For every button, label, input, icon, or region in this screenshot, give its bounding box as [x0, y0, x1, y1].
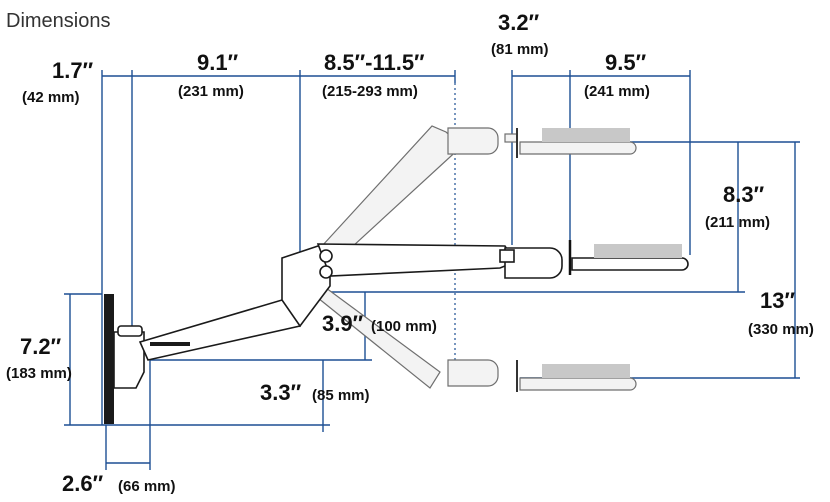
svg-text:3.3″: 3.3″: [260, 380, 302, 405]
dim-tilt-offset: 3.2″ (81 mm): [491, 10, 549, 58]
svg-text:(100 mm): (100 mm): [371, 318, 437, 335]
dim-arm-drop: 3.9″ (100 mm): [322, 311, 437, 336]
dim-plate-width: 2.6″ (66 mm): [62, 471, 176, 496]
arm-upper-position: [321, 125, 637, 259]
wall-plate: [104, 294, 114, 424]
svg-text:(330 mm): (330 mm): [748, 321, 814, 338]
dim-mount-offset: 3.3″ (85 mm): [260, 380, 370, 405]
svg-text:(66 mm): (66 mm): [118, 478, 176, 495]
svg-text:9.1″: 9.1″: [197, 50, 239, 75]
dim-upper-travel: 8.3″ (211 mm): [705, 182, 770, 231]
svg-text:(183 mm): (183 mm): [6, 365, 72, 382]
svg-text:(241 mm): (241 mm): [584, 83, 650, 100]
dim-tray-depth: 9.5″ (241 mm): [584, 50, 650, 100]
svg-text:1.7″: 1.7″: [52, 58, 94, 83]
svg-text:3.2″: 3.2″: [498, 10, 540, 35]
arm-lower-position: [317, 284, 637, 392]
svg-text:2.6″: 2.6″: [62, 471, 104, 496]
svg-text:(231 mm): (231 mm): [178, 83, 244, 100]
dim-wall-plate-depth: 1.7″ (42 mm): [22, 58, 94, 106]
svg-text:7.2″: 7.2″: [20, 334, 62, 359]
dim-arm-extension: 8.5″-11.5″ (215-293 mm): [322, 50, 425, 100]
dim-first-link: 9.1″ (231 mm): [178, 50, 244, 100]
svg-text:(42 mm): (42 mm): [22, 89, 80, 106]
page-title: Dimensions: [6, 10, 110, 32]
dimension-lines: [64, 70, 800, 470]
svg-text:8.3″: 8.3″: [723, 182, 765, 207]
svg-text:(211 mm): (211 mm): [705, 214, 770, 231]
svg-text:8.5″-11.5″: 8.5″-11.5″: [324, 50, 425, 75]
svg-text:9.5″: 9.5″: [605, 50, 647, 75]
svg-text:(215-293 mm): (215-293 mm): [322, 83, 418, 100]
svg-text:13″: 13″: [760, 288, 795, 313]
svg-text:(81 mm): (81 mm): [491, 41, 549, 58]
dim-total-travel: 13″ (330 mm): [748, 288, 814, 338]
svg-text:3.9″: 3.9″: [322, 311, 364, 336]
arm-main-position: [104, 240, 689, 424]
dim-plate-height: 7.2″ (183 mm): [6, 334, 72, 382]
svg-text:(85 mm): (85 mm): [312, 387, 370, 404]
